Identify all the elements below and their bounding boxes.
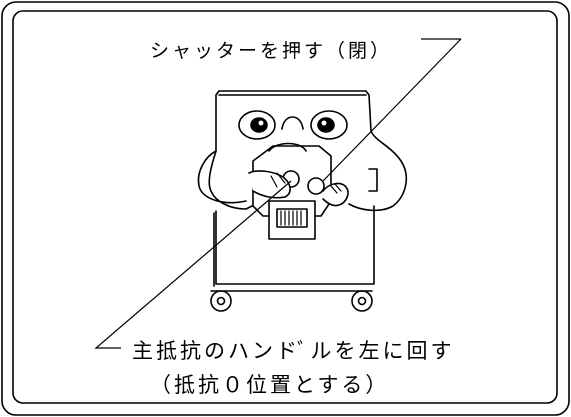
handle-instruction-label: 主抵抗のハンドﾞルを左に回す [132, 339, 455, 363]
shutter-leader-line [322, 38, 462, 182]
handle-leader-line [94, 180, 292, 349]
inner-border [12, 10, 558, 404]
machine-character-illustration [197, 90, 408, 312]
handle-instruction-subtext: （抵抗０位置とする） [150, 373, 390, 397]
shutter-instruction-label: シャッターを押す（閉） [150, 40, 393, 62]
